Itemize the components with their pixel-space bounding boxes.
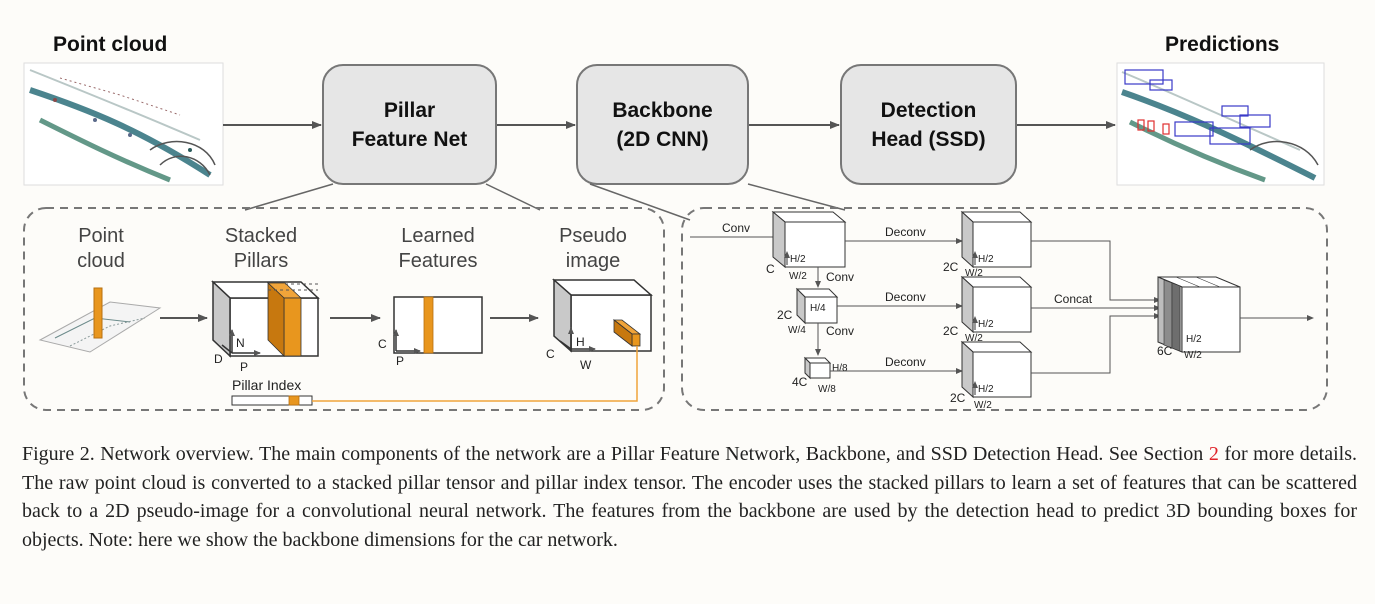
b3-W8: W/8 bbox=[818, 384, 836, 395]
upsampled-block-2 bbox=[960, 275, 1033, 334]
b1-H2: H/2 bbox=[790, 254, 806, 265]
input-point-cloud-image bbox=[23, 62, 224, 186]
concat-6C: 6C bbox=[1157, 344, 1173, 358]
u1-W2: W/2 bbox=[965, 268, 983, 279]
backbone-title-line1: Backbone bbox=[612, 99, 712, 122]
axis-P: P bbox=[240, 360, 248, 374]
backbone-detail-panel bbox=[681, 207, 1328, 411]
axis-D: D bbox=[214, 352, 223, 366]
head-title-line2: Head (SSD) bbox=[871, 128, 985, 151]
concat-label: Concat bbox=[1054, 292, 1093, 306]
u2-2C: 2C bbox=[943, 324, 959, 338]
mini-point-cloud bbox=[38, 287, 162, 353]
caption-part1: Figure 2. Network overview. The main com… bbox=[22, 443, 1209, 465]
mini-pillar bbox=[93, 287, 103, 339]
b3-4C: 4C bbox=[792, 375, 808, 389]
deconv-label-1: Deconv bbox=[885, 225, 926, 239]
u3-H2: H/2 bbox=[978, 384, 994, 395]
learned-features-label-2: Features bbox=[399, 250, 478, 272]
pfn-point-cloud-label-2: cloud bbox=[77, 250, 125, 272]
u3-W2: W/2 bbox=[974, 400, 992, 411]
stacked-pillars-label-2: Pillars bbox=[234, 250, 288, 272]
predictions-image bbox=[1116, 62, 1325, 186]
network-diagram: Point cloud Predictions Pillar bbox=[23, 33, 1328, 411]
b1-C: C bbox=[766, 262, 775, 276]
axis-C-pseudo: C bbox=[546, 347, 555, 361]
conv-label-2: Conv bbox=[826, 270, 854, 284]
figure-caption: Figure 2. Network overview. The main com… bbox=[22, 440, 1357, 554]
upsampled-block-1 bbox=[960, 210, 1033, 269]
u2-W2: W/2 bbox=[965, 333, 983, 344]
stacked-pillars-tensor bbox=[211, 280, 320, 358]
conv-label-3: Conv bbox=[826, 324, 854, 338]
backbone-block-3 bbox=[803, 356, 832, 380]
caption-part2: for more details. The raw point cloud is… bbox=[22, 443, 1358, 551]
backbone-title-line2: (2D CNN) bbox=[616, 128, 708, 151]
concat-H2: H/2 bbox=[1186, 334, 1202, 345]
deconv-label-3: Deconv bbox=[885, 355, 926, 369]
u3-2C: 2C bbox=[950, 391, 966, 405]
point-cloud-header: Point cloud bbox=[53, 33, 167, 56]
axis-C-features: C bbox=[378, 337, 387, 351]
axis-N: N bbox=[236, 336, 245, 350]
learned-features-tensor bbox=[393, 296, 483, 354]
pillar-index-tensor bbox=[231, 346, 638, 406]
learned-features-label-1: Learned bbox=[401, 225, 474, 247]
head-title-line1: Detection bbox=[881, 99, 977, 122]
b2-W4: W/4 bbox=[788, 325, 806, 336]
concat-W2: W/2 bbox=[1184, 350, 1202, 361]
detection-head-box: Detection Head (SSD) bbox=[840, 64, 1017, 185]
pseudo-image-tensor bbox=[552, 278, 653, 353]
pillar-feature-net-box: Pillar Feature Net bbox=[322, 64, 497, 185]
u2-H2: H/2 bbox=[978, 319, 994, 330]
pfn-detail-panel bbox=[23, 207, 665, 411]
backbone-box: Backbone (2D CNN) bbox=[576, 64, 749, 185]
axis-W-pseudo: W bbox=[580, 358, 592, 372]
pfn-title-line2: Feature Net bbox=[352, 128, 468, 151]
pfn-title-line1: Pillar bbox=[384, 99, 435, 122]
backbone-block-1 bbox=[771, 210, 847, 269]
section-reference-link[interactable]: 2 bbox=[1208, 443, 1219, 465]
axis-P-features: P bbox=[396, 354, 404, 368]
pfn-point-cloud-label-1: Point bbox=[78, 225, 124, 247]
concat-block-6c bbox=[1157, 276, 1241, 353]
b3-H8: H/8 bbox=[832, 363, 848, 374]
u1-H2: H/2 bbox=[978, 254, 994, 265]
pseudo-image-label-2: image bbox=[566, 250, 620, 272]
b2-H4: H/4 bbox=[810, 303, 826, 314]
predictions-header: Predictions bbox=[1165, 33, 1279, 56]
stacked-pillars-label-1: Stacked bbox=[225, 225, 297, 247]
pseudo-image-label-1: Pseudo bbox=[559, 225, 627, 247]
backbone-block-2 bbox=[795, 287, 839, 325]
pillar-index-label: Pillar Index bbox=[232, 377, 301, 393]
u1-2C: 2C bbox=[943, 260, 959, 274]
axis-H-pseudo: H bbox=[576, 335, 585, 349]
b2-2C: 2C bbox=[777, 308, 793, 322]
deconv-label-2: Deconv bbox=[885, 290, 926, 304]
conv-label-input: Conv bbox=[722, 221, 750, 235]
upsampled-block-3 bbox=[960, 340, 1033, 399]
b1-W2: W/2 bbox=[789, 271, 807, 282]
